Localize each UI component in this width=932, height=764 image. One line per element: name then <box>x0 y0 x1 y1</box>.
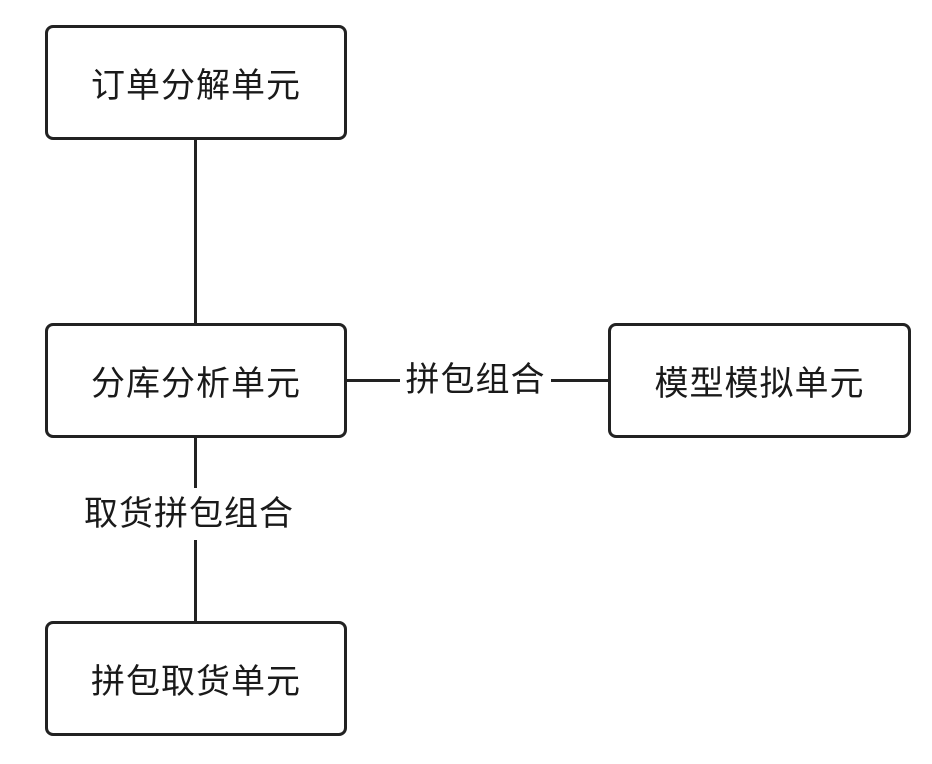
connector-warehouse-to-label-h <box>347 379 400 382</box>
connector-label-to-pick <box>194 540 197 621</box>
model-simulation-node: 模型模拟单元 <box>608 323 911 438</box>
connector-warehouse-to-label <box>194 438 197 488</box>
connector-label-to-model <box>551 379 608 382</box>
warehouse-analysis-label: 分库分析单元 <box>91 356 301 405</box>
package-combination-edge-label: 拼包组合 <box>400 360 551 400</box>
order-decomposition-label: 订单分解单元 <box>91 58 301 107</box>
order-decomposition-node: 订单分解单元 <box>45 25 347 140</box>
pick-package-combination-edge-label: 取货拼包组合 <box>84 494 314 534</box>
connector-order-to-warehouse <box>194 140 197 323</box>
pick-package-label: 拼包取货单元 <box>91 654 301 703</box>
pick-package-node: 拼包取货单元 <box>45 621 347 736</box>
warehouse-analysis-node: 分库分析单元 <box>45 323 347 438</box>
model-simulation-label: 模型模拟单元 <box>655 356 865 405</box>
